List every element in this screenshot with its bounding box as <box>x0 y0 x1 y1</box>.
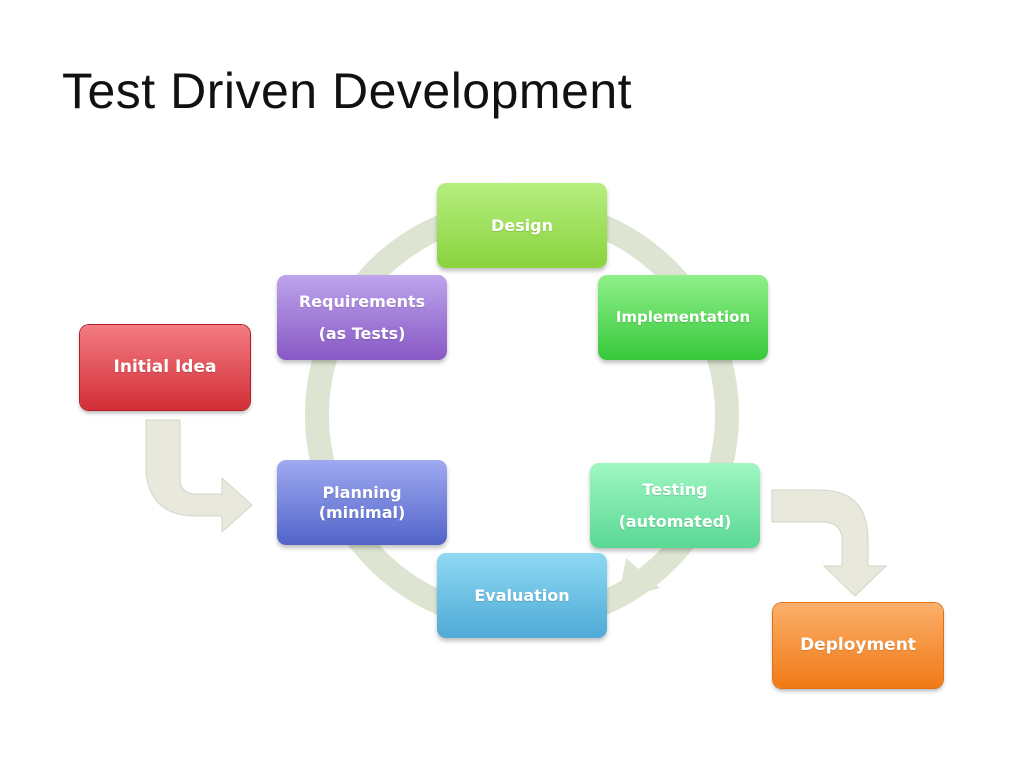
planning-label: Planning <box>322 482 402 502</box>
design-node: Design <box>437 183 607 268</box>
planning-node: Planning (minimal) <box>277 460 447 545</box>
implementation-label: Implementation <box>615 308 751 327</box>
testing-label: Testing <box>642 479 708 499</box>
cycle-arrowhead <box>618 558 660 600</box>
testing-to-deployment-arrow <box>771 489 888 597</box>
slide-title: Test Driven Development <box>62 63 633 119</box>
deployment-label: Deployment <box>800 634 916 655</box>
testing-sublabel: (automated) <box>618 511 732 531</box>
requirements-node: Requirements (as Tests) <box>277 275 447 360</box>
deployment-node: Deployment <box>773 603 943 688</box>
evaluation-node: Evaluation <box>437 553 607 638</box>
idea-to-planning-arrow <box>145 419 253 534</box>
initial-idea-node: Initial Idea <box>80 325 250 410</box>
requirements-sublabel: (as Tests) <box>318 323 406 343</box>
evaluation-label: Evaluation <box>474 585 570 605</box>
requirements-label: Requirements <box>298 291 426 311</box>
initial-idea-label: Initial Idea <box>113 356 217 377</box>
implementation-node: Implementation <box>598 275 768 360</box>
testing-node: Testing (automated) <box>590 463 760 548</box>
design-label: Design <box>491 215 553 235</box>
planning-sublabel: (minimal) <box>318 502 406 522</box>
